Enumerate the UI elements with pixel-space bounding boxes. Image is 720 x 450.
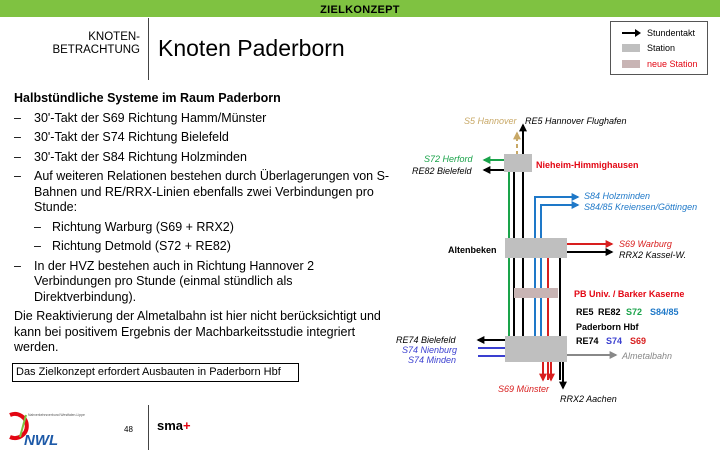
label-s74-nienburg: S74 Nienburg <box>402 345 457 355</box>
legend-arrow-icon <box>622 29 641 37</box>
top-banner-label: ZIELKONZEPT <box>320 4 400 16</box>
hbf-line-re5: RE5 <box>576 307 594 317</box>
legend-label: neue Station <box>647 59 698 69</box>
line-s8485 <box>540 201 580 345</box>
content-text: Halbstündliche Systeme im Raum Paderborn… <box>14 91 394 356</box>
footer-divider <box>148 405 149 450</box>
label-paderborn-hbf: Paderborn Hbf <box>576 322 640 332</box>
hbf-line-s69: S69 <box>630 336 646 346</box>
label-re82-bielefeld: RE82 Bielefeld <box>412 166 473 176</box>
label-nieheim: Nieheim-Himmighausen <box>536 160 639 170</box>
header-divider <box>148 18 149 80</box>
sub-bullet: –Richtung Detmold (S72 + RE82) <box>34 239 231 253</box>
label-s5-hannover: S5 Hannover <box>464 116 518 126</box>
logo-text: NWL <box>24 432 58 449</box>
label-s69-muenster: S69 Münster <box>498 384 550 394</box>
label-s72-herford: S72 Herford <box>424 154 474 164</box>
label-re5-flughafen: RE5 Hannover Flughafen <box>525 116 627 126</box>
hbf-line-s74: S74 <box>606 336 622 346</box>
sma-logo: sma+ <box>157 418 191 433</box>
label-pb-univ: PB Univ. / Barker Kaserne <box>574 289 684 299</box>
page-title: Knoten Paderborn <box>158 35 345 61</box>
label-rrx2-kassel: RRX2 Kassel-W. <box>619 250 686 260</box>
legend-station-icon <box>622 44 640 52</box>
legend-item-stundentakt: Stundentakt <box>621 27 707 39</box>
bullet: –30'-Takt der S74 Richtung Bielefeld <box>14 130 229 144</box>
bullet: –30'-Takt der S69 Richtung Hamm/Münster <box>14 110 267 125</box>
nwl-logo: Nahverkehrsverbund Westfalen-Lippe NWL <box>9 412 85 449</box>
label-s84-holzminden: S84 Holzminden <box>584 191 650 201</box>
hbf-line-re74: RE74 <box>576 336 599 346</box>
label-s74-minden: S74 Minden <box>408 355 456 365</box>
legend: Stundentakt Station neue Station <box>610 21 708 75</box>
label-s8485-kreiensen: S84/85 Kreiensen/Göttingen <box>584 202 697 212</box>
legend-label: Stundentakt <box>647 28 696 38</box>
station-paderborn-hbf <box>505 336 567 362</box>
section-label-line1: KNOTEN- <box>88 31 140 43</box>
station-altenbeken <box>505 238 567 258</box>
label-almetalbahn: Almetalbahn <box>621 351 672 361</box>
station-pb-univ <box>514 288 558 298</box>
legend-label: Station <box>647 43 676 53</box>
legend-new-station-icon <box>622 60 640 68</box>
callout-box: Das Zielkonzept erfordert Ausbauten in P… <box>12 363 299 382</box>
label-re74-bielefeld: RE74 Bielefeld <box>396 335 457 345</box>
legend-item-station: Station <box>621 42 707 54</box>
hbf-line-s72: S72 <box>626 307 642 317</box>
page-number: 48 <box>124 425 133 434</box>
bullet: –Auf weiteren Relationen bestehen durch … <box>14 169 390 214</box>
section-label-line2: BETRACHTUNG <box>52 44 140 56</box>
paragraph: Die Reaktivierung der Almetalbahn ist hi… <box>14 309 381 354</box>
top-banner: ZIELKONZEPT <box>0 0 720 17</box>
logo-small-text: Nahverkehrsverbund Westfalen-Lippe <box>28 413 85 417</box>
content-heading: Halbstündliche Systeme im Raum Paderborn <box>14 91 281 105</box>
hbf-line-s8485: S84/85 <box>650 307 679 317</box>
section-label: KNOTEN- BETRACHTUNG <box>52 31 140 57</box>
label-rrx2-aachen: RRX2 Aachen <box>560 394 617 404</box>
station-nieheim <box>504 154 532 172</box>
label-altenbeken: Altenbeken <box>448 245 497 255</box>
bullet: –30'-Takt der S84 Richtung Holzminden <box>14 149 247 164</box>
label-s69-warburg: S69 Warburg <box>619 239 672 249</box>
hbf-line-re82: RE82 <box>598 307 621 317</box>
sub-bullet: –Richtung Warburg (S69 + RRX2) <box>34 219 234 234</box>
bullet: –In der HVZ bestehen auch in Richtung Ha… <box>14 258 315 304</box>
legend-item-neue-station: neue Station <box>621 58 707 70</box>
